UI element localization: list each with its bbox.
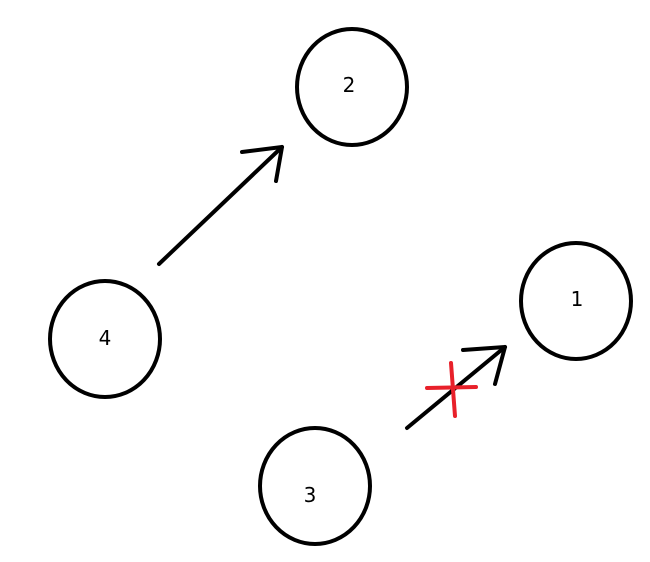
node-2: 2 <box>295 27 409 147</box>
node-4: 4 <box>48 279 162 399</box>
node-4-circle <box>48 279 162 399</box>
node-3-circle <box>258 426 372 546</box>
blocked-cross-horizontal <box>425 385 478 390</box>
node-2-circle <box>295 27 409 147</box>
blocked-cross-vertical <box>449 361 457 418</box>
edge-4-to-2-shaft <box>157 145 284 266</box>
edge-4-to-2 <box>157 145 284 266</box>
node-1-circle <box>519 241 633 361</box>
edge-4-to-2-arrowhead <box>240 145 284 183</box>
node-2-label: 2 <box>343 73 356 97</box>
edge-3-to-1-arrowhead <box>461 345 507 386</box>
node-1: 1 <box>519 241 633 361</box>
node-3-label: 3 <box>304 483 317 507</box>
node-3: 3 <box>258 426 372 546</box>
node-1-label: 1 <box>571 287 584 311</box>
blocked-cross-icon <box>425 361 478 418</box>
node-4-label: 4 <box>99 326 112 350</box>
